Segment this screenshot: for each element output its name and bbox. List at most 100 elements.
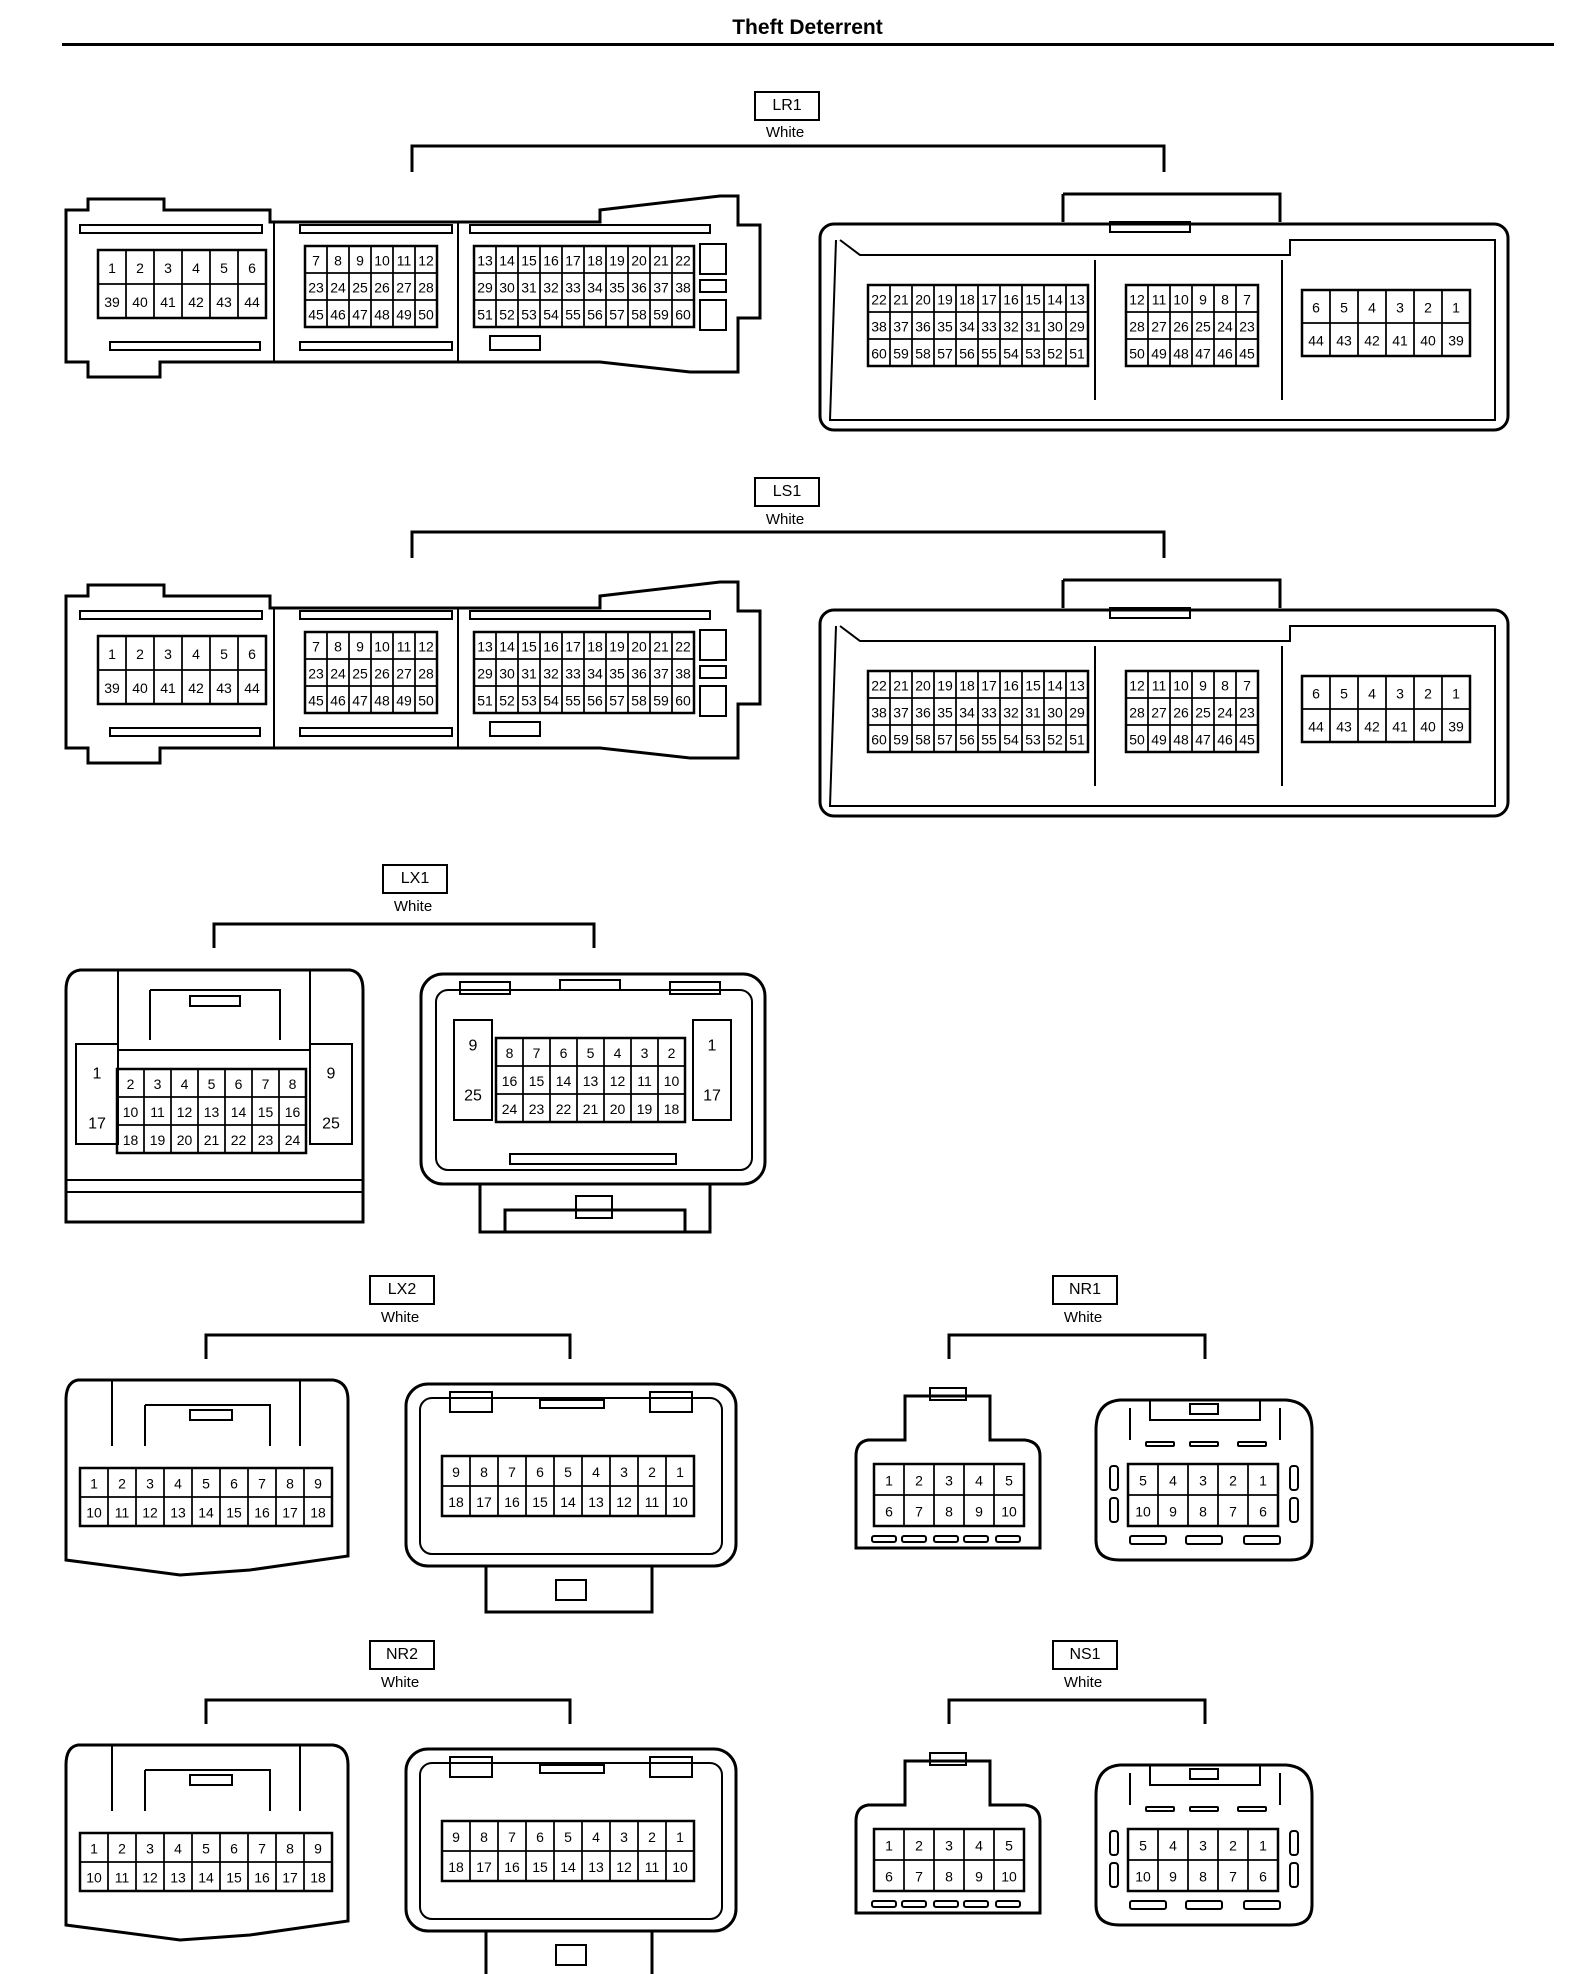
pin-number: 4 (614, 1045, 622, 1061)
pin-number: 44 (244, 680, 260, 696)
pin-number: 4 (1169, 1838, 1177, 1854)
pin-number: 18 (123, 1132, 139, 1148)
pin-number: 8 (480, 1464, 488, 1480)
pin-number: 18 (310, 1870, 326, 1886)
pin-number: 27 (1151, 705, 1167, 721)
pin-number: 36 (631, 666, 647, 682)
pin-number: 10 (374, 253, 390, 269)
pin-number: 46 (330, 307, 346, 323)
outline-shape (995, 1900, 1021, 1908)
pin-number: 39 (104, 294, 120, 310)
pin-number: 13 (477, 639, 493, 655)
pin-number: 42 (1364, 333, 1380, 349)
pin-number: 9 (1199, 678, 1207, 694)
pin-number: 20 (631, 639, 647, 655)
outline-shape (419, 972, 767, 1186)
pin-number: 49 (396, 307, 412, 323)
pin-number: 9 (1169, 1504, 1177, 1520)
pin-number: 19 (937, 292, 953, 308)
pin-number: 8 (945, 1504, 953, 1520)
pin-number: 19 (937, 678, 953, 694)
pin-number: 47 (352, 307, 368, 323)
pin-number: 24 (1217, 319, 1233, 335)
pin-number: 7 (915, 1504, 923, 1520)
pin-number: 19 (609, 253, 625, 269)
pin-number: 19 (609, 639, 625, 655)
pin-number: 25 (464, 1088, 482, 1105)
page-title: Theft Deterrent (732, 16, 883, 39)
pin-number: 16 (504, 1494, 520, 1510)
outline-shape (963, 1900, 989, 1908)
pin-number: 36 (915, 705, 931, 721)
pin-number: 7 (1229, 1504, 1237, 1520)
pin-number: 4 (174, 1841, 182, 1857)
pin-number: 2 (915, 1838, 923, 1854)
pin-number: 20 (915, 678, 931, 694)
pin-number: 5 (202, 1476, 210, 1492)
outline-shape (854, 1394, 1042, 1550)
pin-number: 10 (1135, 1869, 1151, 1885)
pin-number: 7 (312, 253, 320, 269)
pin-number: 14 (198, 1505, 214, 1521)
pin-number: 27 (1151, 319, 1167, 335)
pin-number: 54 (543, 693, 559, 709)
pin-number: 26 (374, 280, 390, 296)
outline-shape (828, 625, 1496, 807)
outline-shape (1237, 1441, 1267, 1447)
outline-shape (1094, 1398, 1314, 1562)
pin-number: 1 (676, 1829, 684, 1845)
pin-number: 59 (893, 346, 909, 362)
pin-number: 16 (285, 1104, 301, 1120)
pin-number: 11 (1152, 292, 1167, 308)
pin-number: 6 (1312, 686, 1320, 702)
outline-shape (469, 224, 711, 234)
pin-number: 32 (543, 280, 559, 296)
pin-number: 6 (885, 1504, 893, 1520)
pin-number: 9 (975, 1504, 983, 1520)
pin-number: 35 (609, 666, 625, 682)
outline-shape (117, 970, 311, 1051)
outline-shape (410, 144, 1166, 172)
pin-number: 35 (937, 705, 953, 721)
connector-label-ns1: NS1 (1052, 1640, 1118, 1670)
pin-cell (993, 1494, 1025, 1527)
pin-number: 11 (645, 1494, 660, 1510)
pin-number: 60 (871, 732, 887, 748)
title-rule (62, 43, 1554, 46)
outline-shape (854, 1759, 1042, 1915)
pin-number: 21 (583, 1101, 599, 1117)
pin-number: 45 (1239, 346, 1255, 362)
pin-number: 28 (1129, 319, 1145, 335)
pin-number: 2 (1424, 686, 1432, 702)
pin-number: 17 (282, 1505, 298, 1521)
pin-number: 12 (177, 1104, 193, 1120)
pin-number: 39 (104, 680, 120, 696)
pin-number: 40 (1420, 333, 1436, 349)
pin-number: 6 (230, 1841, 238, 1857)
outline-shape (299, 224, 453, 234)
pin-number: 1 (1259, 1838, 1267, 1854)
pin-number: 42 (188, 680, 204, 696)
pin-number: 9 (356, 639, 364, 655)
outline-shape (419, 1762, 723, 1920)
connector-color-ns1: White (1063, 1674, 1103, 1691)
pin-number: 21 (653, 253, 669, 269)
pin-number: 42 (1364, 719, 1380, 735)
outline-shape (1289, 1497, 1299, 1523)
pin-cell (671, 299, 695, 328)
pin-number: 18 (448, 1494, 464, 1510)
outline-shape (933, 1900, 959, 1908)
pin-number: 7 (1229, 1869, 1237, 1885)
pin-number: 57 (609, 693, 625, 709)
pin-number: 5 (1005, 1473, 1013, 1489)
pin-number: 16 (254, 1505, 270, 1521)
pin-number: 34 (587, 666, 603, 682)
pin-number: 30 (1047, 319, 1063, 335)
pin-number: 51 (477, 307, 493, 323)
pin-number: 3 (620, 1829, 628, 1845)
pin-number: 3 (1396, 300, 1404, 316)
outline-shape (109, 727, 261, 737)
pin-number: 15 (258, 1104, 274, 1120)
